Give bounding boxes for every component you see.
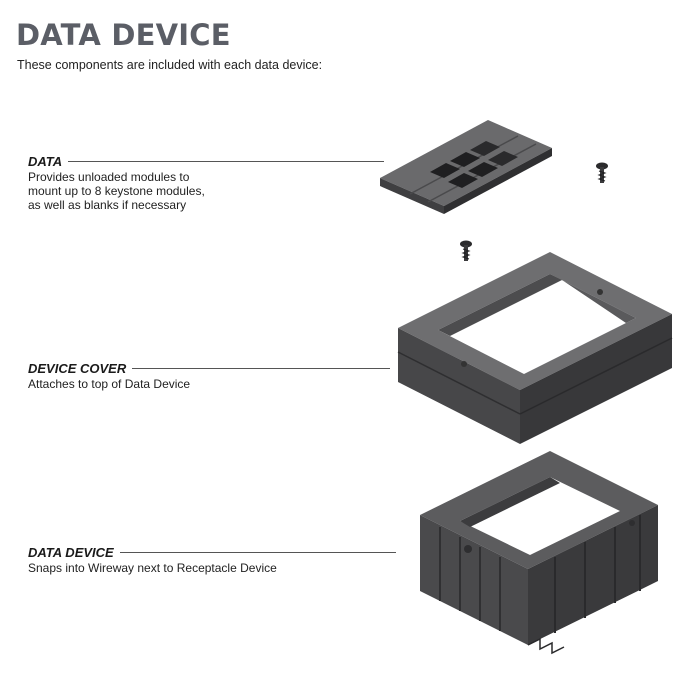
callout-data-device-name: DATA DEVICE <box>28 545 114 560</box>
page-subtitle: These components are included with each … <box>17 58 322 72</box>
data-device-base-image <box>400 445 665 655</box>
screw-icon <box>594 162 610 186</box>
callout-data-name: DATA <box>28 154 62 169</box>
callout-data-device: DATA DEVICE Snaps into Wireway next to R… <box>28 545 396 575</box>
page-title: DATA DEVICE <box>16 18 231 52</box>
callout-data: DATA Provides unloaded modules to mount … <box>28 154 384 212</box>
callout-device-cover-description: Attaches to top of Data Device <box>28 377 390 391</box>
callout-data-description: Provides unloaded modules to mount up to… <box>28 170 228 212</box>
callout-device-cover-name: DEVICE COVER <box>28 361 126 376</box>
device-cover-image <box>390 248 680 453</box>
data-module-plate-image <box>370 110 560 215</box>
callout-device-cover: DEVICE COVER Attaches to top of Data Dev… <box>28 361 390 391</box>
callout-data-device-leader-line <box>120 552 396 553</box>
callout-device-cover-leader-line <box>132 368 390 369</box>
callout-data-device-description: Snaps into Wireway next to Receptacle De… <box>28 561 396 575</box>
callout-data-leader-line <box>68 161 384 162</box>
